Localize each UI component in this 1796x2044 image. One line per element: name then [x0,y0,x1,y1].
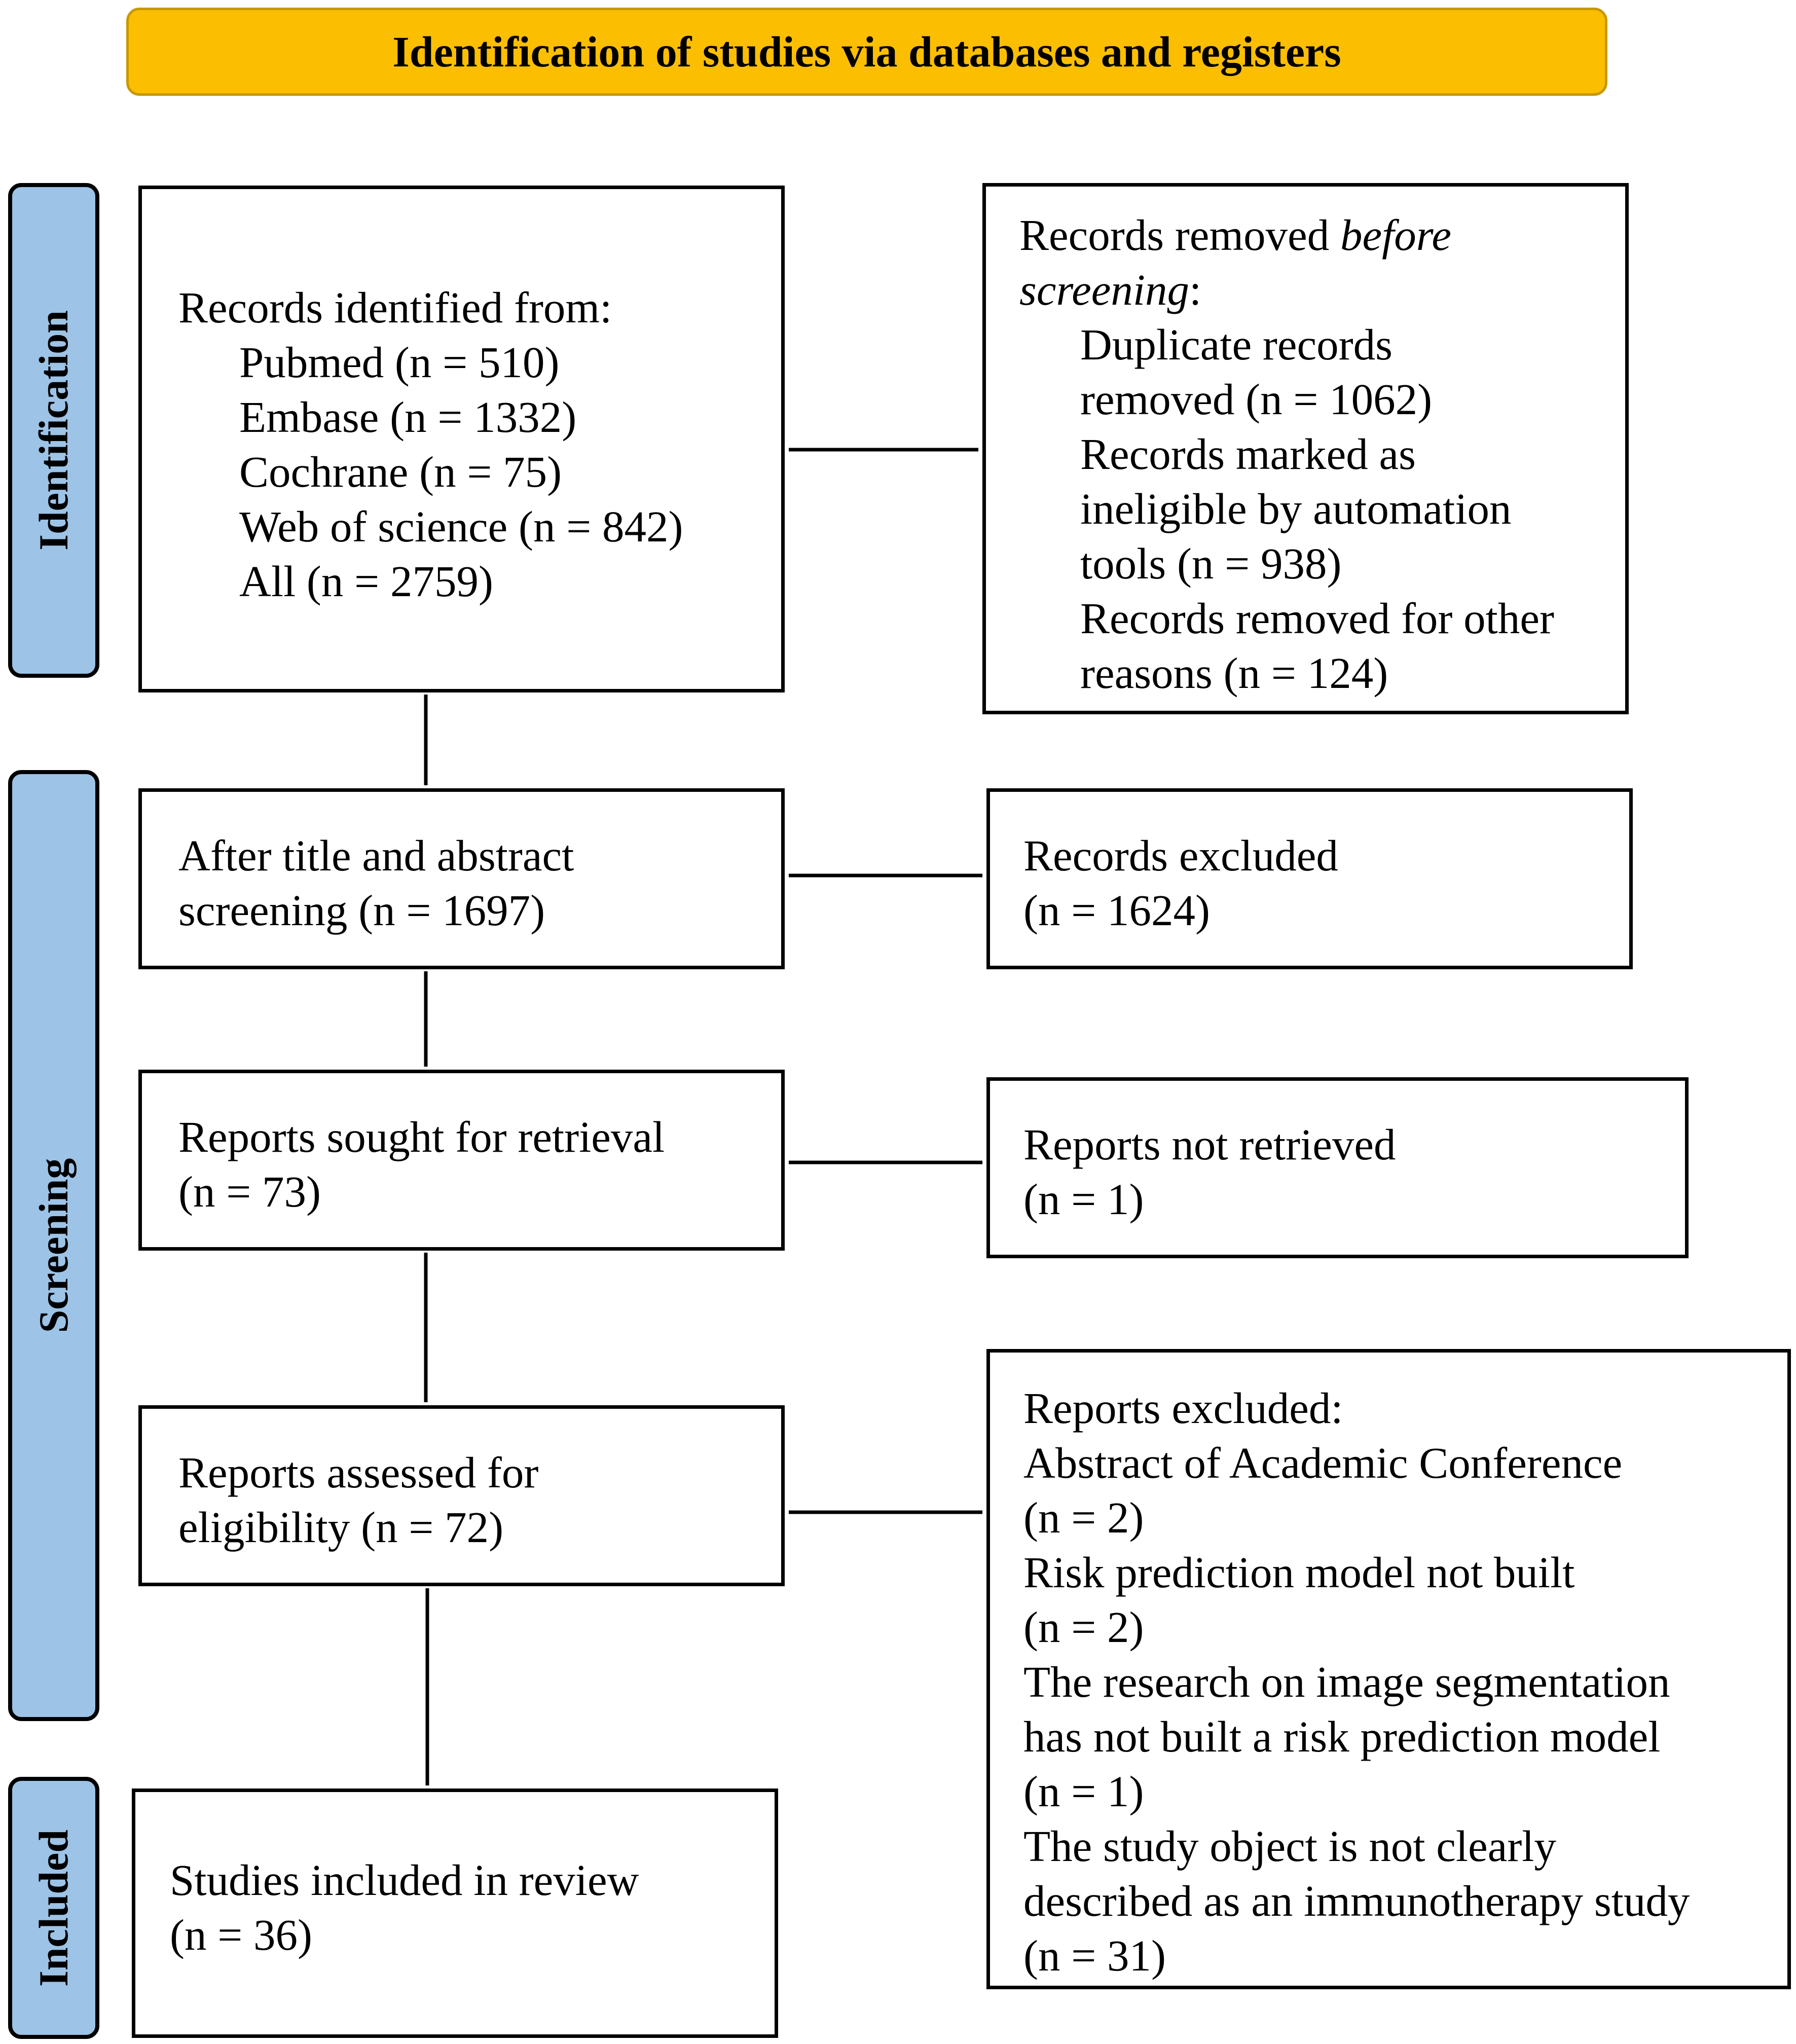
records-removed-screening: screening [1019,265,1190,314]
reports-excluded-line-3: (n = 2) [1023,1493,1144,1542]
reports-excluded-line-5: (n = 2) [1023,1602,1144,1652]
reports-excluded-line-10: described as an immunotherapy study [1023,1876,1690,1925]
included-studies-box: Studies included in review (n = 36) [132,1788,778,2038]
header-banner: Identification of studies via databases … [126,8,1607,96]
assessed-eligibility-box: Reports assessed for eligibility (n = 72… [138,1405,785,1586]
records-identified-box: Records identified from: Pubmed (n = 510… [138,186,785,692]
after-screening-line-2: screening (n = 1697) [178,886,545,935]
records-removed-line-1: Duplicate records [1080,320,1392,369]
not-retrieved-line-1: Reports not retrieved [1023,1120,1396,1169]
reports-excluded-line-6: The research on image segmentation [1023,1657,1670,1706]
reports-excluded-line-1: Reports excluded: [1023,1383,1343,1433]
records-removed-line-3: Records marked as [1080,429,1416,479]
records-removed-suffix: : [1189,265,1202,314]
records-removed-line-4: ineligible by automation [1080,484,1512,533]
reports-excluded-line-9: The study object is not clearly [1023,1821,1556,1871]
records-excluded-line-1: Records excluded [1023,831,1338,880]
phase-included: Included [8,1777,99,2039]
not-retrieved-box: Reports not retrieved (n = 1) [986,1077,1689,1258]
records-removed-box: Records removed before screening: Duplic… [982,183,1629,714]
records-removed-line-2: removed (n = 1062) [1080,375,1433,424]
source-web-of-science: Web of science (n = 842) [239,502,683,551]
source-pubmed: Pubmed (n = 510) [239,338,560,387]
sought-retrieval-line-2: (n = 73) [178,1167,321,1216]
after-screening-box: After title and abstract screening (n = … [138,788,785,969]
source-embase: Embase (n = 1332) [239,392,577,442]
records-identified-heading: Records identified from: [178,283,612,332]
not-retrieved-line-2: (n = 1) [1023,1175,1144,1224]
sought-retrieval-box: Reports sought for retrieval (n = 73) [138,1070,785,1251]
phase-screening: Screening [8,770,99,1721]
included-studies-line-2: (n = 36) [170,1910,313,1959]
phase-identification: Identification [8,183,99,678]
after-screening-line-1: After title and abstract [178,831,574,880]
records-removed-prefix: Records removed [1019,210,1340,260]
assessed-eligibility-line-1: Reports assessed for [178,1448,539,1497]
reports-excluded-line-2: Abstract of Academic Conference [1023,1438,1623,1487]
records-removed-line-7: reasons (n = 124) [1080,648,1388,698]
assessed-eligibility-line-2: eligibility (n = 72) [178,1503,504,1552]
records-removed-heading-line-2: screening: [1019,263,1625,317]
source-all: All (n = 2759) [239,557,493,606]
reports-excluded-line-7: has not built a risk prediction model [1023,1712,1661,1761]
header-title: Identification of studies via databases … [392,27,1341,76]
records-removed-before: before [1340,210,1451,260]
records-removed-heading-line-1: Records removed before [1019,208,1625,263]
sought-retrieval-line-1: Reports sought for retrieval [178,1112,665,1161]
reports-excluded-box: Reports excluded: Abstract of Academic C… [986,1349,1791,1989]
records-removed-line-6: Records removed for other [1080,594,1554,643]
records-excluded-line-2: (n = 1624) [1023,886,1211,935]
reports-excluded-line-4: Risk prediction model not built [1023,1548,1575,1597]
records-excluded-box: Records excluded (n = 1624) [986,788,1633,969]
source-cochrane: Cochrane (n = 75) [239,447,562,496]
reports-excluded-line-11: (n = 31) [1023,1931,1166,1980]
records-removed-line-5: tools (n = 938) [1080,539,1342,588]
included-studies-line-1: Studies included in review [170,1855,639,1905]
reports-excluded-line-8: (n = 1) [1023,1767,1144,1816]
